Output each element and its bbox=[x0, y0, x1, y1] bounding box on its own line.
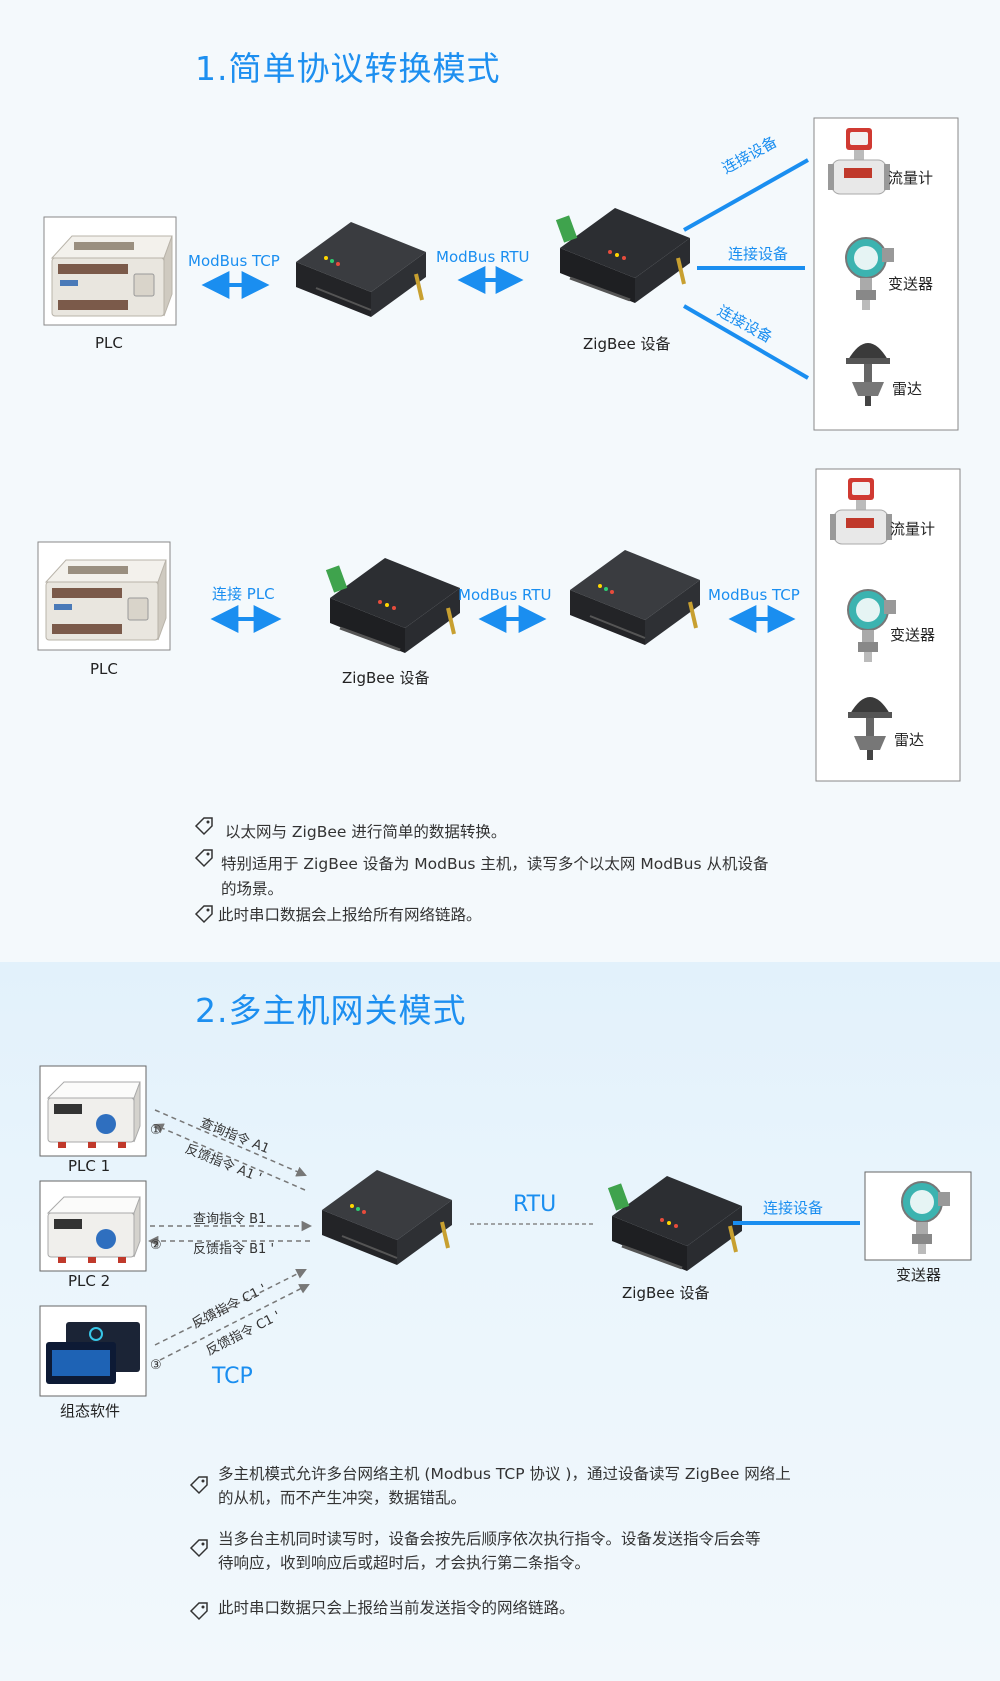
plc-label: PLC bbox=[95, 334, 123, 352]
section-multi-host bbox=[0, 962, 1000, 1681]
connect-device-label-2: 连接设备 bbox=[728, 245, 789, 263]
rtu-label: RTU bbox=[513, 1192, 557, 1217]
transmitter-label: 变送器 bbox=[888, 275, 934, 293]
tag-icon bbox=[194, 849, 213, 868]
gateway-device-image-s2 bbox=[320, 1168, 454, 1267]
feedback-b-label: 反馈指令 B1 ' bbox=[193, 1242, 275, 1257]
modbus-tcp-label: ModBus TCP bbox=[188, 252, 280, 270]
tag-icon bbox=[189, 1476, 208, 1495]
tag-icon bbox=[189, 1602, 208, 1621]
plc-image bbox=[51, 235, 173, 317]
bullet-s2-1: 多主机模式允许多台网络主机 (Modbus TCP 协议 )，通过设备读写 Zi… bbox=[218, 1465, 791, 1483]
section2-title: 2.多主机网关模式 bbox=[195, 991, 467, 1030]
scada-screens-image bbox=[46, 1322, 140, 1384]
flow-meter-label-b: 流量计 bbox=[890, 520, 936, 538]
bullet-s2-2: 当多台主机同时读写时，设备会按先后顺序依次执行指令。设备发送指令后会等 bbox=[218, 1530, 761, 1548]
gateway-device-image bbox=[294, 220, 428, 319]
flow-meter-label: 流量计 bbox=[888, 169, 934, 187]
zigbee-device-label-b: ZigBee 设备 bbox=[342, 669, 430, 687]
plc-image-b bbox=[45, 559, 167, 641]
arrow-feedback-a bbox=[153, 1123, 306, 1191]
tag-icon bbox=[194, 817, 213, 836]
scada-label: 组态软件 bbox=[60, 1402, 121, 1420]
bullet-3: 此时串口数据会上报给所有网络链路。 bbox=[218, 906, 482, 924]
query-b-label: 查询指令 B1 bbox=[193, 1212, 267, 1227]
line-connect-1 bbox=[683, 158, 809, 232]
zigbee-device-label-s2: ZigBee 设备 bbox=[622, 1284, 710, 1302]
modbus-rtu-label: ModBus RTU bbox=[436, 248, 530, 266]
bullet-1: 以太网与 ZigBee 进行简单的数据转换。 bbox=[225, 823, 507, 841]
plc2-label: PLC 2 bbox=[68, 1272, 111, 1290]
arrow-feedback-c1 bbox=[154, 1269, 307, 1346]
tag-icon bbox=[189, 1539, 208, 1558]
number-3: ③ bbox=[150, 1358, 162, 1373]
number-1: ① bbox=[150, 1123, 162, 1138]
line-connect-3 bbox=[682, 304, 810, 380]
plc1-image bbox=[47, 1081, 141, 1149]
radar-label: 雷达 bbox=[892, 380, 923, 398]
plc-label-b: PLC bbox=[90, 660, 118, 678]
bullet-s2-3: 此时串口数据只会上报给当前发送指令的网络链路。 bbox=[218, 1599, 575, 1617]
section1-title: 1.简单协议转换模式 bbox=[195, 49, 501, 88]
connect-plc-label: 连接 PLC bbox=[212, 585, 275, 603]
zigbee-device-image-s2 bbox=[605, 1174, 744, 1273]
zigbee-device-image-b bbox=[323, 556, 462, 655]
number-2: ② bbox=[150, 1238, 162, 1253]
connect-device-label-s2: 连接设备 bbox=[763, 1199, 824, 1217]
bullet-2: 特别适用于 ZigBee 设备为 ModBus 主机，读写多个以太网 ModBu… bbox=[221, 855, 769, 873]
arrow-query-a bbox=[154, 1109, 307, 1177]
bullet-s2-1-cont: 的从机，而不产生冲突，数据错乱。 bbox=[218, 1489, 467, 1507]
tcp-label: TCP bbox=[212, 1364, 253, 1389]
modbus-tcp-label-b: ModBus TCP bbox=[708, 586, 800, 604]
transmitter-label-b: 变送器 bbox=[890, 626, 936, 644]
plc1-label: PLC 1 bbox=[68, 1157, 111, 1175]
bullet-s2-2-cont: 待响应，收到响应后或超时后，才会执行第二条指令。 bbox=[218, 1554, 591, 1572]
modbus-rtu-label-b: ModBus RTU bbox=[458, 586, 552, 604]
tag-icon bbox=[194, 905, 213, 924]
gateway-device-image-b bbox=[568, 548, 702, 647]
transmitter-label-s2: 变送器 bbox=[896, 1266, 942, 1284]
zigbee-device-image bbox=[553, 206, 692, 305]
arrow-feedback-c2 bbox=[159, 1284, 310, 1361]
radar-label-b: 雷达 bbox=[894, 731, 925, 749]
zigbee-device-label: ZigBee 设备 bbox=[583, 335, 671, 353]
bullet-2-cont: 的场景。 bbox=[221, 880, 284, 898]
plc2-image bbox=[47, 1196, 141, 1264]
